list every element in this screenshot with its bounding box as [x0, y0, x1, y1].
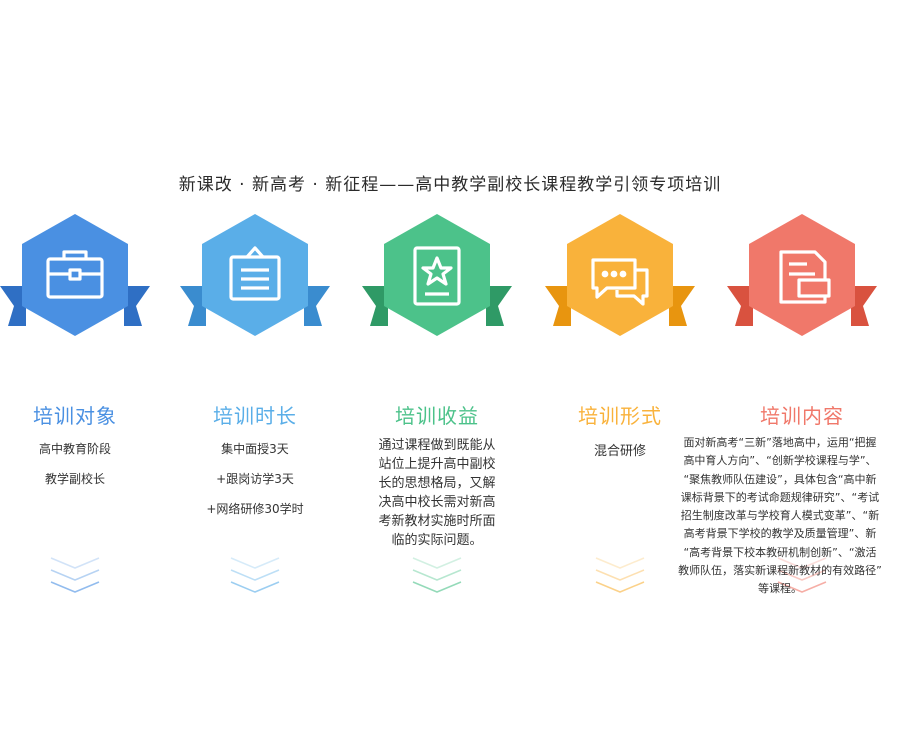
- chevron-down-icon: [595, 557, 645, 593]
- chevron-down-icon: [50, 557, 100, 593]
- column-title: 培训收益: [395, 404, 479, 428]
- body-line: 招生制度改革与学校育人模式变革”、“新: [680, 509, 880, 523]
- hexagon: [384, 214, 490, 336]
- column-body: 集中面授3天 +跟岗访学3天 +网络研修30学时: [180, 434, 330, 524]
- body-line: 混合研修: [593, 444, 646, 459]
- ribbon-left: [545, 286, 571, 326]
- column-body: 面对新高考“三新”落地高中，运用“把握 高中育人方向”、“创新学校课程与学”、 …: [660, 434, 900, 599]
- ribbon-right: [669, 286, 695, 326]
- body-line: +跟岗访学3天: [216, 472, 294, 486]
- chevron-down-icon: [230, 557, 280, 593]
- body-line: 教学副校长: [44, 472, 105, 486]
- ribbon-left: [180, 286, 206, 326]
- body-line: 考新教材实施时所面: [378, 514, 496, 529]
- chevron-down-icon: [777, 557, 827, 593]
- star-certificate-icon: [413, 246, 461, 306]
- body-line: “高考背景下校本教研机制创新”、“激活: [683, 545, 877, 559]
- body-line: 课标背景下的考试命题规律研究”、“考试: [680, 490, 880, 504]
- schedule-board-icon: [229, 246, 281, 301]
- ribbon-right: [851, 286, 877, 326]
- badge-content: [727, 214, 877, 336]
- column-title: 培训时长: [213, 404, 297, 428]
- badge-format: [545, 214, 695, 336]
- column-title: 培训对象: [33, 404, 117, 428]
- body-line: 站位上提升高中副校: [378, 457, 496, 472]
- column-body: 通过课程做到既能从 站位上提升高中副校 长的思想格局，又解 决高中校长需对新高 …: [367, 436, 507, 550]
- body-line: 高中育人方向”、“创新学校课程与学”、: [683, 454, 877, 468]
- body-line: 长的思想格局，又解: [378, 476, 496, 491]
- body-line: 高中教育阶段: [38, 442, 111, 456]
- body-line: 集中面授3天: [221, 442, 289, 456]
- badge-benefit: [362, 214, 512, 336]
- badge-target: [0, 214, 150, 336]
- ribbon-left: [362, 286, 388, 326]
- column-body: 高中教育阶段 教学副校长: [0, 434, 150, 494]
- body-line: 面对新高考“三新”落地高中，运用“把握: [683, 436, 877, 449]
- body-line: 教师队伍，落实新课程新教材的有效路径”: [678, 564, 882, 578]
- body-line: 临的实际问题。: [391, 533, 483, 548]
- column-body: 混合研修: [545, 442, 695, 462]
- chevron-down-icon: [412, 557, 462, 593]
- body-line: “聚焦教师队伍建设”，具体包含“高中新: [683, 472, 877, 486]
- column-title: 培训内容: [760, 404, 844, 428]
- body-line: 通过课程做到既能从: [378, 438, 496, 453]
- document-icon: [779, 250, 831, 304]
- body-line: 高考背景下学校的教学及质量管理”、新: [683, 527, 877, 541]
- ribbon-right: [124, 286, 150, 326]
- briefcase-icon: [46, 250, 104, 299]
- ribbon-right: [304, 286, 330, 326]
- ribbon-left: [0, 286, 26, 326]
- hexagon: [202, 214, 308, 336]
- column-title: 培训形式: [578, 404, 662, 428]
- chat-bubbles-icon: [591, 258, 649, 306]
- page-title: 新课改 · 新高考 · 新征程——高中教学副校长课程教学引领专项培训: [178, 175, 722, 195]
- body-line: +网络研修30学时: [206, 502, 304, 516]
- badge-duration: [180, 214, 330, 336]
- ribbon-right: [486, 286, 512, 326]
- ribbon-left: [727, 286, 753, 326]
- body-line: 决高中校长需对新高: [378, 495, 496, 510]
- body-line: 等课程。: [758, 582, 802, 596]
